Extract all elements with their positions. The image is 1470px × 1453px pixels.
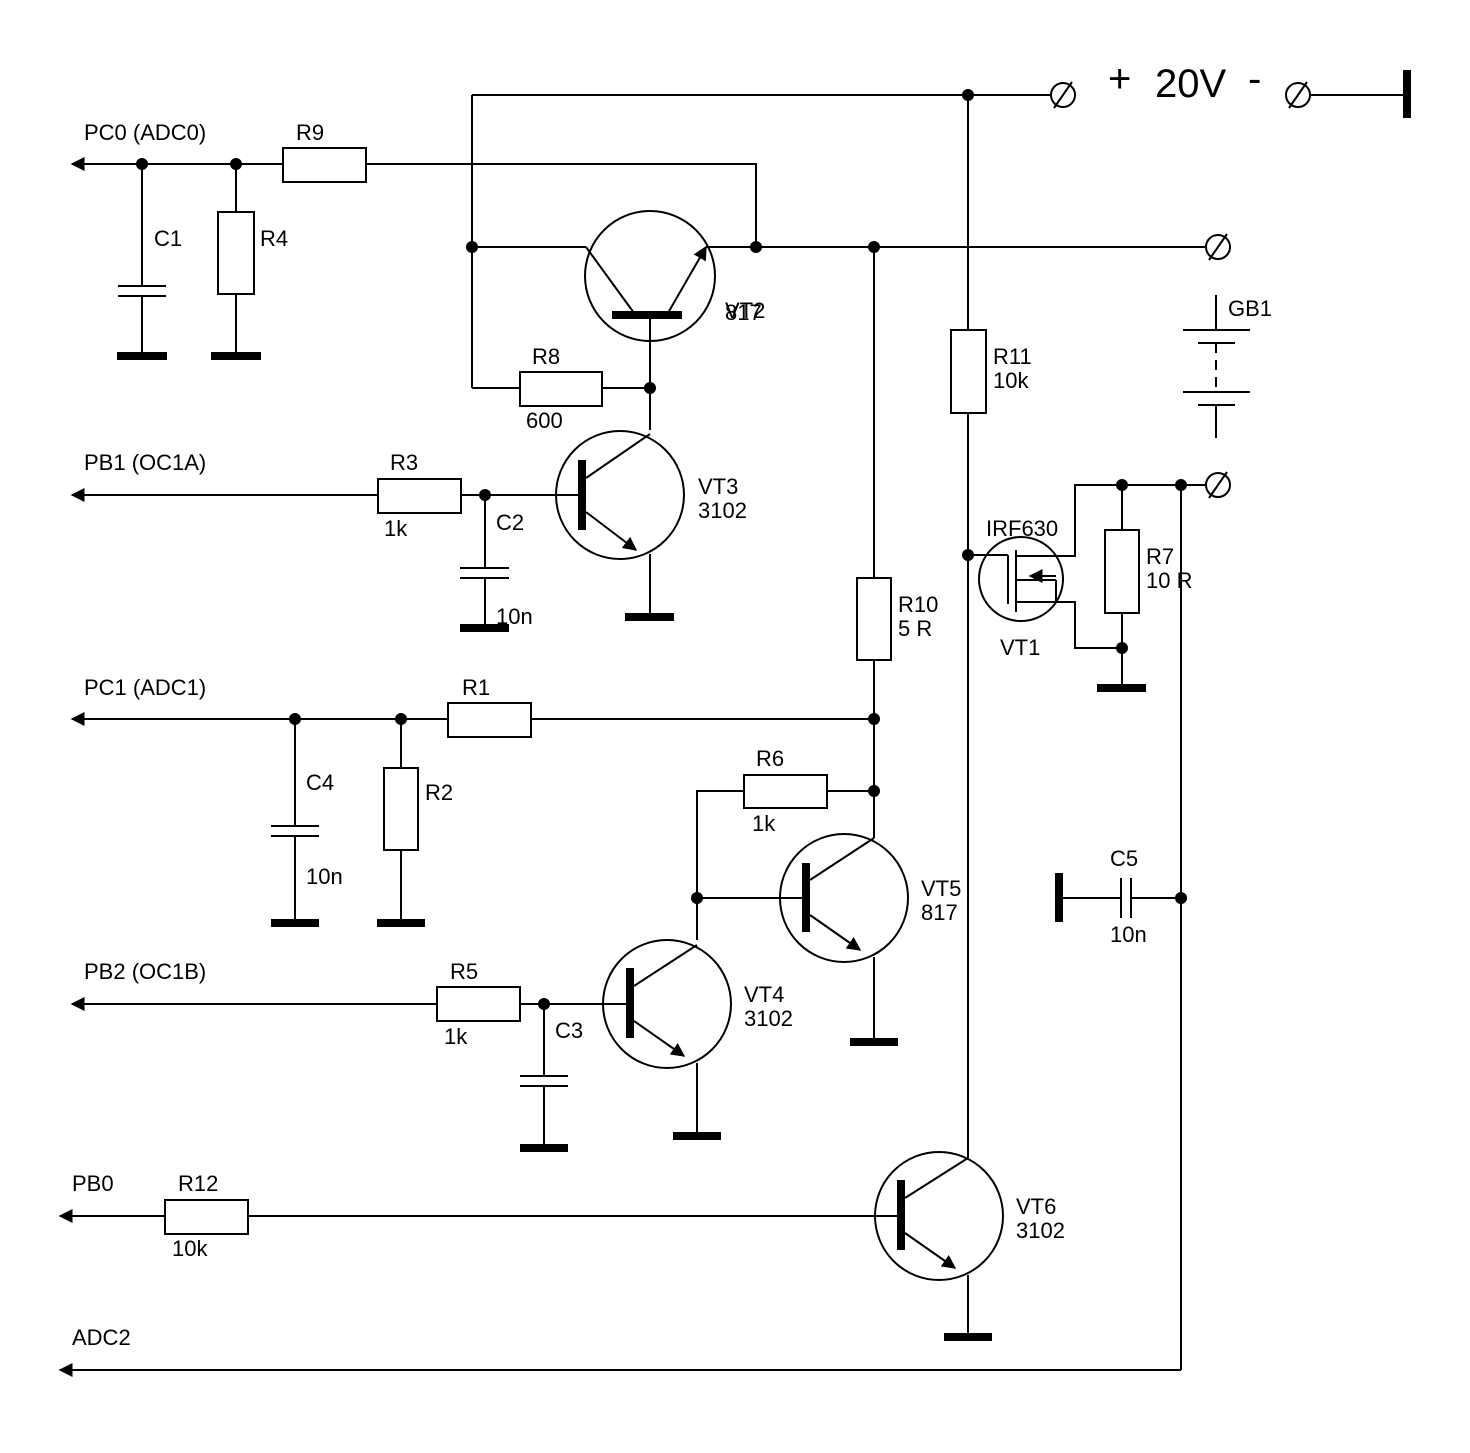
- r3-label: R3: [390, 450, 418, 475]
- r6-label: R6: [756, 746, 784, 771]
- mosfet-vt1: [978, 536, 1072, 622]
- transistor-vt4: [602, 939, 732, 1140]
- port-pc1-label: PC1 (ADC1): [84, 675, 206, 700]
- transistor-vt2: [584, 210, 716, 430]
- resistor-r4: [217, 211, 255, 295]
- vt4-label: VT4: [744, 982, 784, 1007]
- vt3-label: VT3: [698, 474, 738, 499]
- resistor-r10: [856, 577, 892, 661]
- power-terminal-plus: [1050, 81, 1076, 109]
- battery-terminal-top: [1205, 233, 1231, 261]
- power-minus-sign: -: [1248, 57, 1261, 101]
- r12-label: R12: [178, 1171, 218, 1196]
- c2-value: 10n: [496, 604, 533, 629]
- r5-value: 1k: [444, 1024, 468, 1049]
- vt4-type: 3102: [744, 1006, 793, 1031]
- r7-label: R7: [1146, 544, 1174, 569]
- battery-gb1: [1183, 295, 1250, 438]
- power-plus-sign: +: [1108, 57, 1131, 101]
- vt2-label: VT2: [725, 298, 765, 323]
- gb1-label: GB1: [1228, 296, 1272, 321]
- port-adc2-label: ADC2: [72, 1325, 131, 1350]
- top-rail-wires: [471, 70, 1411, 1158]
- r5-label: R5: [450, 959, 478, 984]
- resistor-r5: [436, 986, 521, 1022]
- c2-label: C2: [496, 510, 524, 535]
- r8-label: R8: [532, 344, 560, 369]
- resistor-r1: [447, 702, 532, 738]
- transistor-vt3: [555, 430, 685, 621]
- port-pc0-label: PC0 (ADC0): [84, 120, 206, 145]
- transistor-vt6: [874, 1151, 1004, 1341]
- resistor-r2: [383, 767, 419, 851]
- port-pb0-label: PB0: [72, 1171, 114, 1196]
- r1-label: R1: [462, 675, 490, 700]
- vt5-label: VT5: [921, 876, 961, 901]
- r12-value: 10k: [172, 1236, 208, 1261]
- r6-value: 1k: [752, 811, 776, 836]
- c5-value: 10n: [1110, 922, 1147, 947]
- vt2-type: 817: [725, 300, 762, 325]
- vt6-label: VT6: [1016, 1194, 1056, 1219]
- r10-value: 5 R: [898, 616, 932, 641]
- c4-label: C4: [306, 770, 334, 795]
- c5-label: C5: [1110, 846, 1138, 871]
- battery-terminal-bottom: [1205, 471, 1231, 499]
- port-pb2-label: PB2 (OC1B): [84, 959, 206, 984]
- vt1-label: VT1: [1000, 635, 1040, 660]
- r11-label: R11: [993, 344, 1032, 369]
- r4-label: R4: [260, 226, 288, 251]
- r8-value: 600: [526, 408, 563, 433]
- resistor-r8: [519, 371, 603, 407]
- vt5-type: 817: [921, 900, 958, 925]
- port-pb1-label: PB1 (OC1A): [84, 450, 206, 475]
- transistor-vt5: [779, 833, 909, 1046]
- vt6-type: 3102: [1016, 1218, 1065, 1243]
- c4-value: 10n: [306, 864, 343, 889]
- power-voltage-label: 20V: [1155, 62, 1226, 106]
- resistor-r9: [282, 147, 367, 183]
- resistor-r11: [950, 329, 987, 414]
- c1-label: C1: [154, 226, 182, 251]
- resistor-r7: [1104, 529, 1140, 614]
- vt1-type: IRF630: [986, 516, 1058, 541]
- r2-label: R2: [425, 780, 453, 805]
- junction-dots: [136, 89, 1187, 1010]
- r10-label: R10: [898, 592, 938, 617]
- resistor-r12: [164, 1199, 249, 1235]
- r9-label: R9: [296, 120, 324, 145]
- c3-label: C3: [555, 1018, 583, 1043]
- resistor-r3: [377, 478, 462, 514]
- resistor-r6: [743, 774, 828, 809]
- r11-value: 10k: [993, 368, 1029, 393]
- r7-value: 10 R: [1146, 568, 1192, 593]
- r3-value: 1k: [384, 516, 408, 541]
- vt3-type: 3102: [698, 498, 747, 523]
- power-terminal-minus: [1285, 81, 1311, 109]
